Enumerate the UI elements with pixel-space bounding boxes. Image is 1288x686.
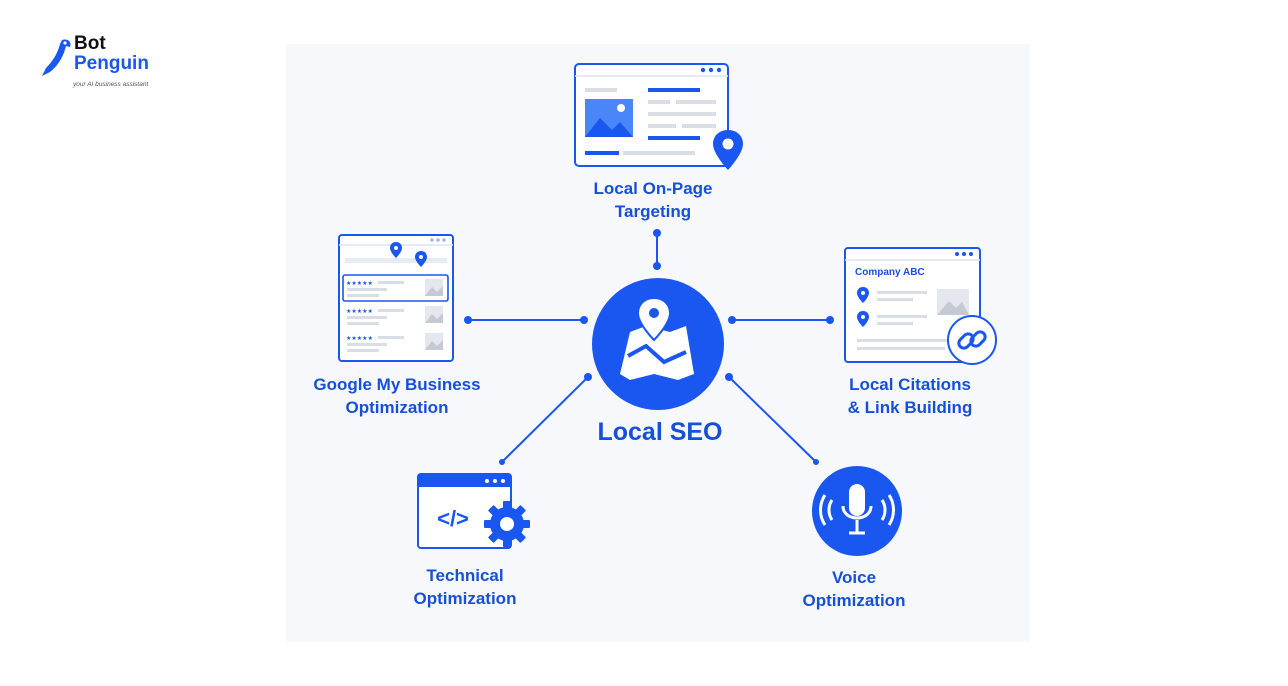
label-line-1: Local On-Page — [593, 179, 713, 198]
code-glyph: </> — [437, 506, 469, 531]
connector-bottom-left — [499, 373, 592, 465]
connector-left — [464, 316, 588, 324]
label-technical-optimization: Technical Optimization — [365, 564, 565, 610]
code-window-gear-icon: </> — [417, 473, 530, 549]
label-google-my-business: Google My Business Optimization — [297, 373, 497, 419]
label-line-1: Technical — [426, 566, 504, 585]
penguin-icon — [42, 39, 71, 76]
label-line-2: Optimization — [413, 589, 517, 608]
label-local-on-page-targeting: Local On-Page Targeting — [553, 177, 753, 223]
label-line-2: Optimization — [345, 398, 449, 417]
connector-top — [653, 229, 661, 270]
label-line-1: Local Citations — [849, 375, 971, 394]
label-line-1: Voice — [831, 568, 877, 587]
label-line-2: Optimization — [802, 591, 906, 610]
google-business-listing-icon — [338, 234, 454, 362]
connector-bottom-right — [725, 373, 819, 465]
logo-tagline: your AI business assistant — [73, 81, 149, 88]
gear-icon — [484, 501, 530, 547]
label-local-citations: Local Citations & Link Building — [810, 373, 1010, 419]
center-title: Local SEO — [597, 418, 723, 446]
logo-word-bot: Bot — [74, 33, 106, 54]
label-line-1: Google My Business — [313, 375, 481, 394]
rating-stars-3: ★★★★★ — [346, 335, 373, 342]
botpenguin-logo: Bot Penguin your AI business assistant — [40, 34, 180, 94]
connector-right — [728, 316, 834, 324]
rating-stars-1: ★★★★★ — [346, 280, 373, 287]
company-card-title: Company ABC — [855, 267, 925, 278]
map-pin-icon — [620, 296, 694, 380]
voice-microphone-icon — [812, 466, 902, 556]
rating-stars-2: ★★★★★ — [346, 308, 373, 315]
on-page-webpage-icon — [574, 63, 743, 170]
label-line-2: Targeting — [614, 202, 692, 221]
label-line-2: & Link Building — [847, 398, 973, 417]
label-voice-optimization: Voice Optimization — [754, 566, 954, 612]
link-chain-icon — [957, 330, 987, 350]
local-seo-hub — [592, 278, 724, 410]
logo-word-penguin: Penguin — [74, 53, 149, 74]
company-citation-card-icon — [844, 247, 997, 365]
